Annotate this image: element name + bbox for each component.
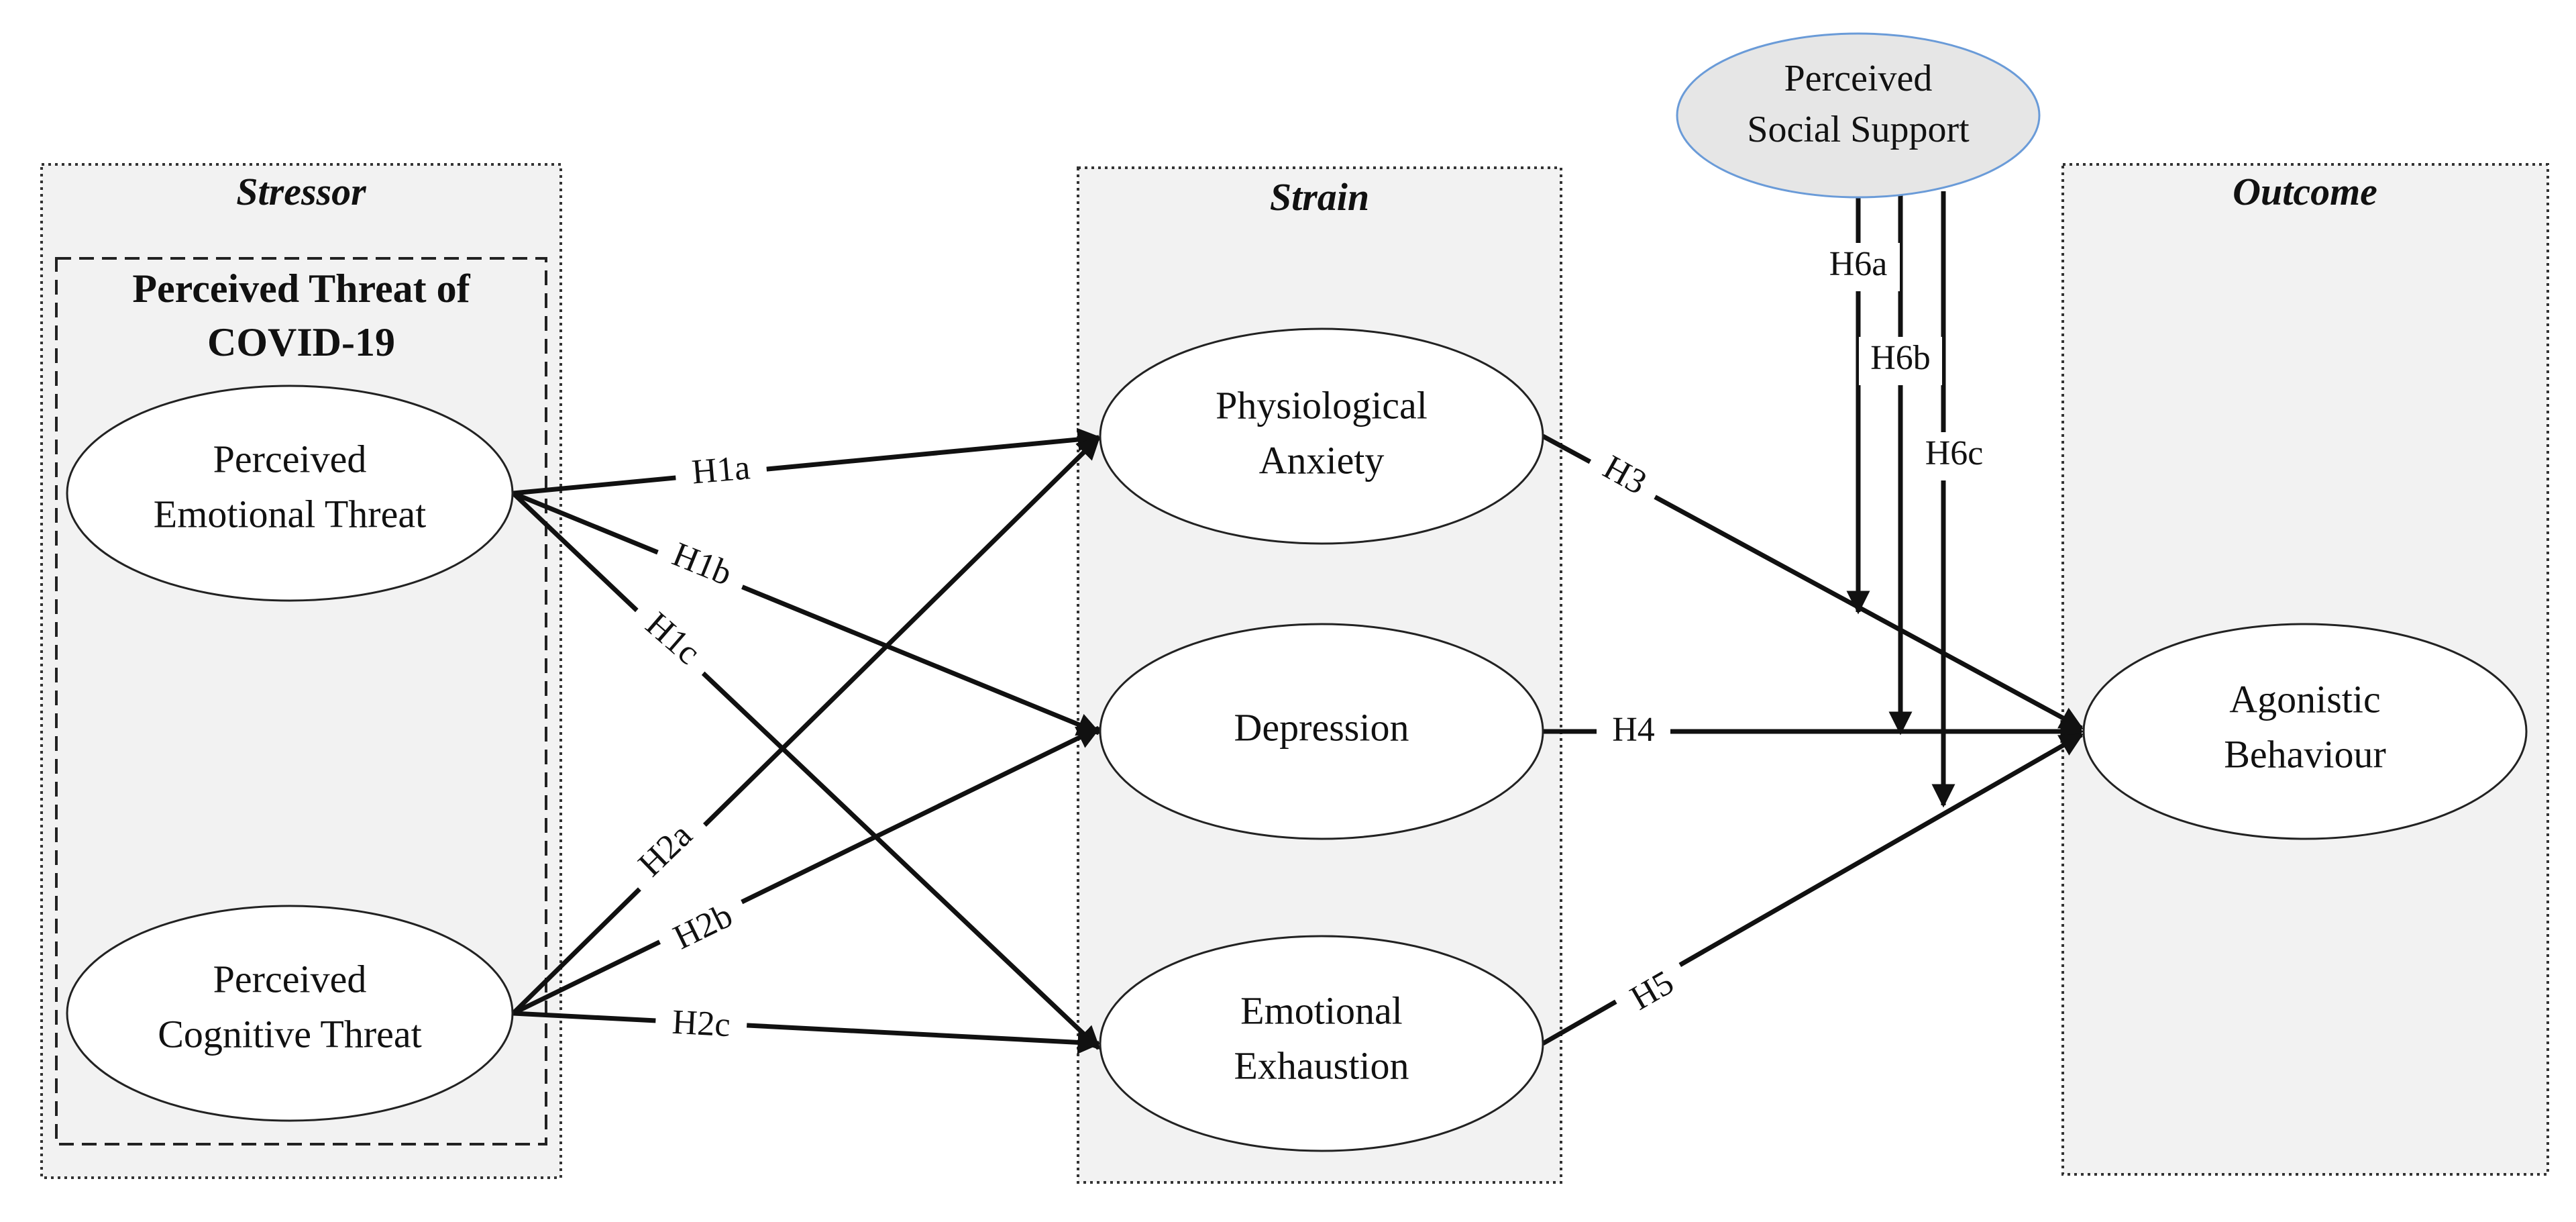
node-physiological-anxiety: Physiological Anxiety xyxy=(1099,327,1544,545)
edge-h2b xyxy=(512,725,1102,1016)
node-agonistic-behaviour-line1: Agonistic xyxy=(2229,677,2381,721)
node-emotional-exhaustion: Emotional Exhaustion xyxy=(1099,935,1544,1152)
strain-panel-title: Strain xyxy=(1270,175,1369,219)
node-physiological-anxiety-line2: Anxiety xyxy=(1259,438,1385,482)
node-emotional-exhaustion-line2: Exhaustion xyxy=(1234,1043,1409,1087)
node-agonistic-behaviour: Agonistic Behaviour xyxy=(2082,623,2528,840)
edge-h1c xyxy=(511,491,1101,1050)
label-h1a: H1a xyxy=(690,448,751,491)
perceived-threat-group: Perceived Threat of COVID-19 xyxy=(55,257,547,1145)
label-h6c: H6c xyxy=(1925,434,1984,472)
stressor-panel-title: Stressor xyxy=(236,170,366,213)
node-perceived-emotional-threat: Perceived Emotional Threat xyxy=(66,385,514,602)
label-h4: H4 xyxy=(1612,711,1655,749)
label-h2c: H2c xyxy=(671,1003,731,1044)
node-perceived-social-support: Perceived Social Support xyxy=(1676,32,2041,199)
edge-h2a xyxy=(511,436,1101,1015)
node-depression: Depression xyxy=(1099,623,1544,840)
edge-h1a xyxy=(513,427,1102,496)
node-emotional-threat-line2: Emotional Threat xyxy=(154,492,426,536)
node-perceived-cognitive-threat: Perceived Cognitive Threat xyxy=(66,905,514,1122)
node-physiological-anxiety-line1: Physiological xyxy=(1216,383,1428,427)
node-social-support-line2: Social Support xyxy=(1747,109,1970,150)
node-emotional-threat-line1: Perceived xyxy=(213,437,367,480)
node-emotional-exhaustion-line1: Emotional xyxy=(1240,988,1403,1032)
node-agonistic-behaviour-line2: Behaviour xyxy=(2224,732,2386,776)
label-h6b: H6b xyxy=(1870,339,1931,377)
group-title-line2: COVID-19 xyxy=(207,320,395,364)
label-h6a: H6a xyxy=(1829,245,1888,283)
node-social-support-line1: Perceived xyxy=(1784,58,1933,99)
group-title-line1: Perceived Threat of xyxy=(132,266,470,311)
edge-h2c xyxy=(513,1011,1102,1054)
node-cognitive-threat-line2: Cognitive Threat xyxy=(158,1012,422,1056)
node-depression-label: Depression xyxy=(1234,705,1409,749)
edge-h1b xyxy=(512,491,1102,736)
node-cognitive-threat-line1: Perceived xyxy=(213,957,367,1001)
outcome-panel-title: Outcome xyxy=(2233,170,2377,213)
